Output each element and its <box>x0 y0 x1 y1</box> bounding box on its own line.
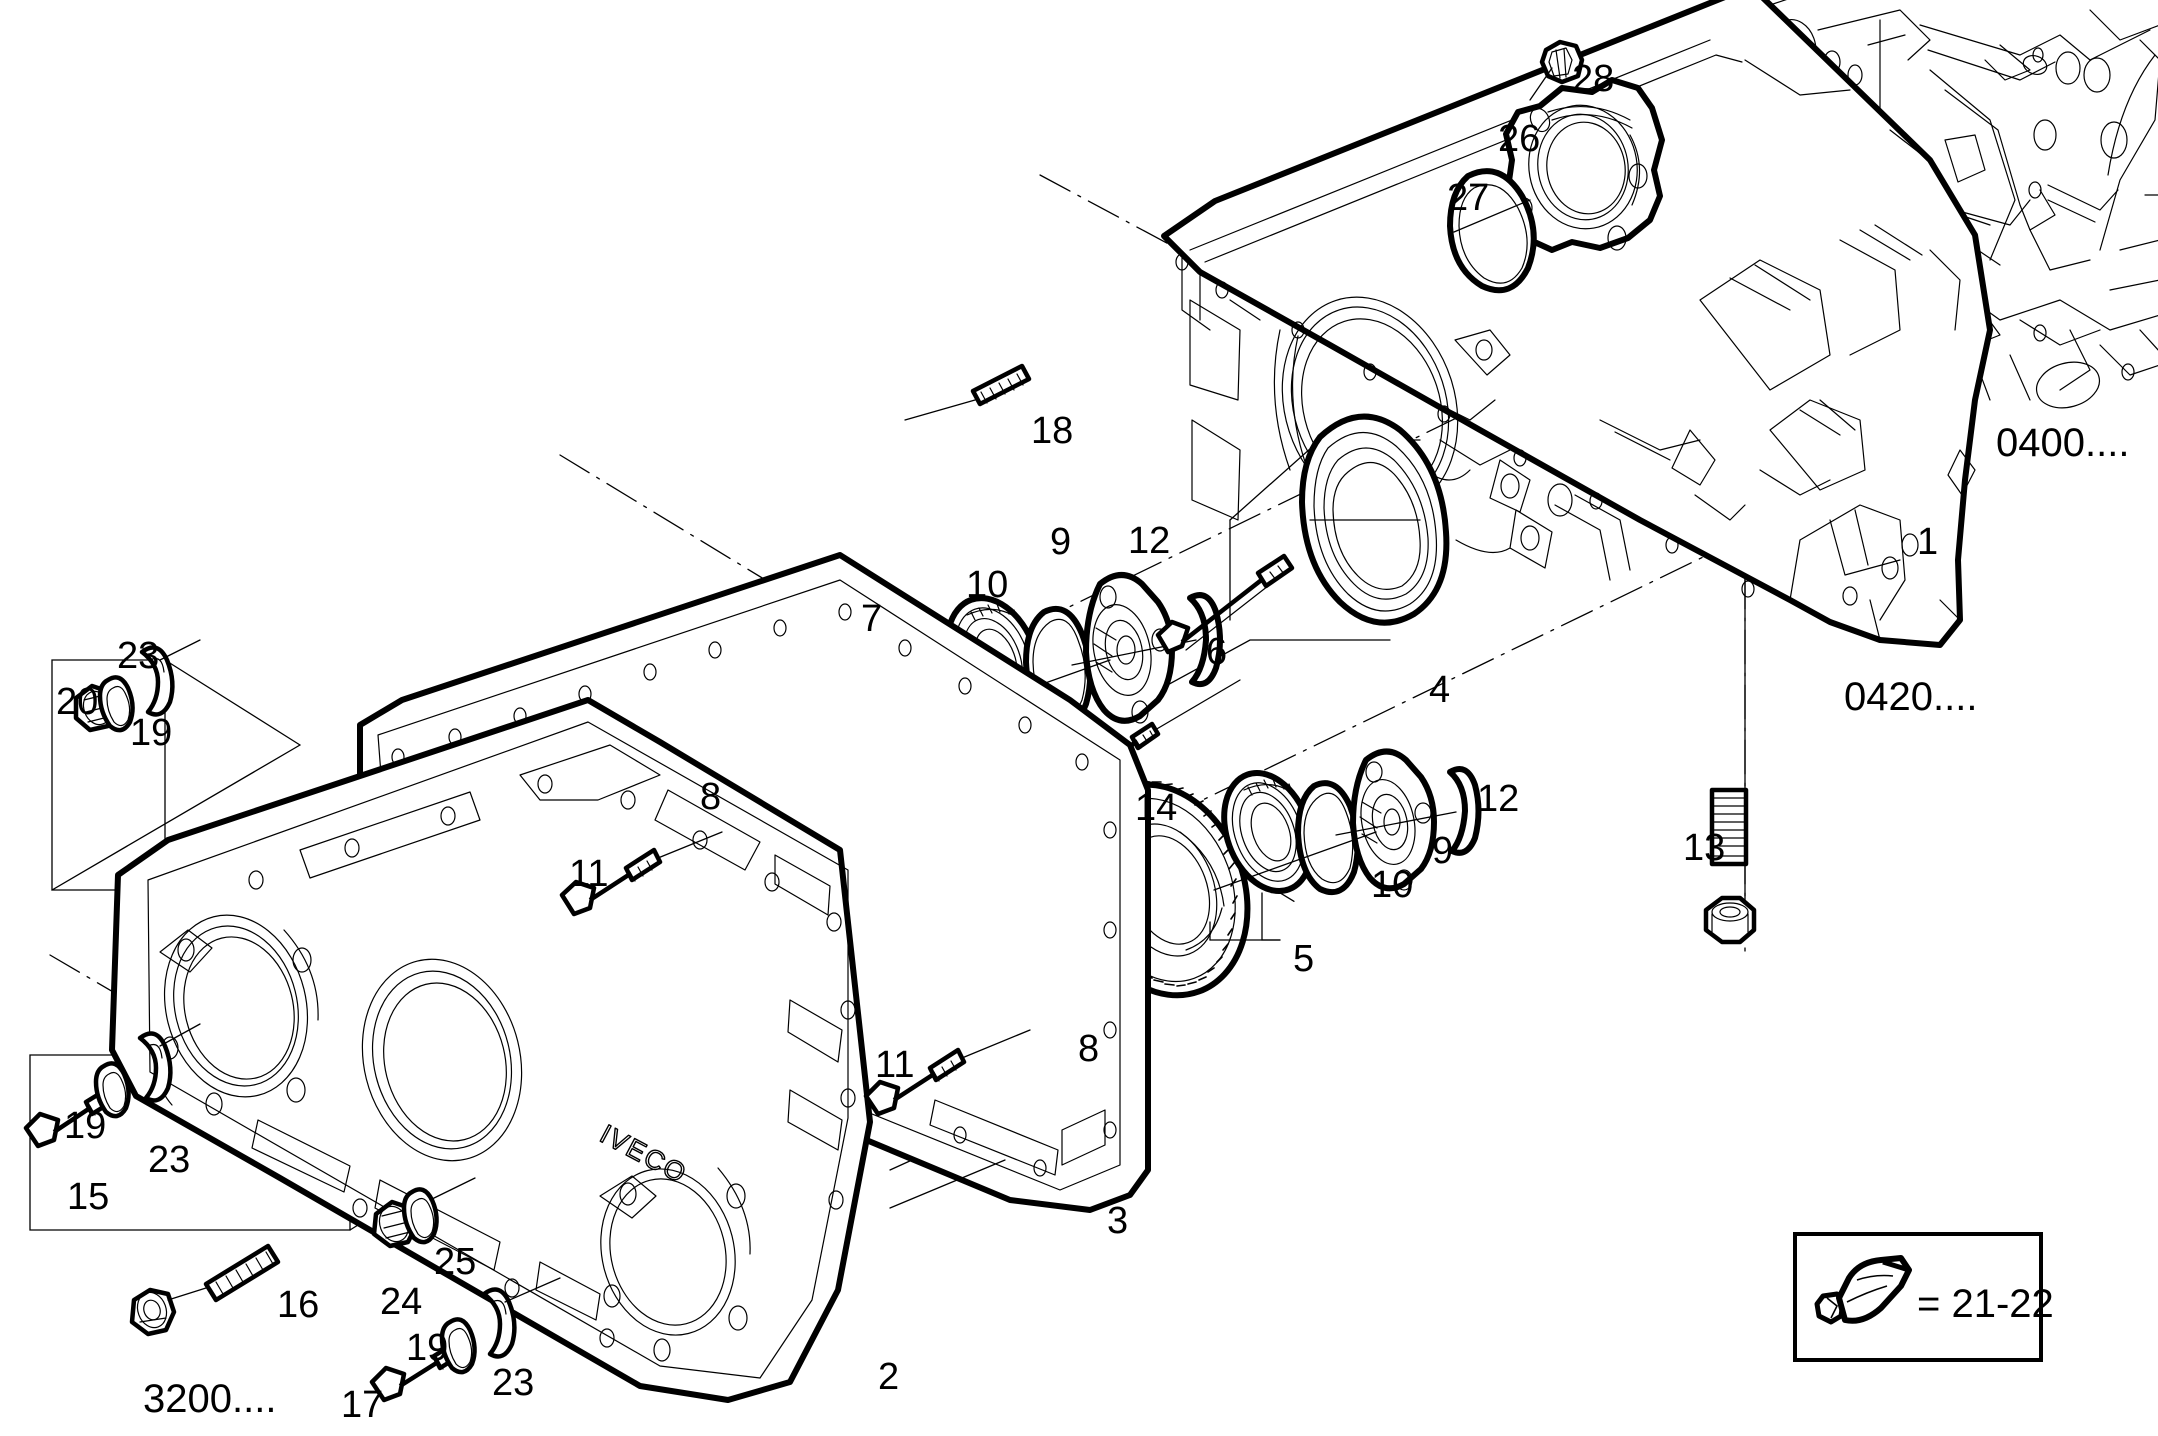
callout-17: 17 <box>341 1384 384 1426</box>
reference-0400: 0400.... <box>1996 421 2130 465</box>
callout-20: 20 <box>56 681 99 723</box>
callout-1: 1 <box>1917 521 1939 563</box>
callout-8: 8 <box>700 776 722 818</box>
callout-11-lower: 11 <box>875 1044 915 1086</box>
callout-16: 16 <box>277 1284 320 1326</box>
reference-3200: 3200.... <box>143 1377 277 1421</box>
callout-9-lower: 9 <box>1432 830 1454 872</box>
front-oil-seal-part4 <box>1299 413 1450 626</box>
reference-0420: 0420.... <box>1844 675 1978 719</box>
callout-26: 26 <box>1498 118 1541 160</box>
callout-23-bottom: 23 <box>492 1362 535 1404</box>
stud-16 <box>203 1243 281 1303</box>
callout-12: 12 <box>1128 520 1171 562</box>
callout-3: 3 <box>1107 1200 1129 1242</box>
fastener-group-bottom <box>369 1277 561 1403</box>
callout-27: 27 <box>1447 177 1490 219</box>
callout-23-left: 23 <box>148 1139 191 1181</box>
bolt-11-upper <box>559 831 723 917</box>
washer-19-upper <box>97 675 135 733</box>
washer-19-left <box>93 1061 131 1119</box>
circlip-23-bottom <box>481 1287 517 1359</box>
callout-9: 9 <box>1050 521 1072 563</box>
plug-24-group <box>371 1177 476 1249</box>
callout-8-lower: 8 <box>1078 1028 1100 1070</box>
stud-13 <box>1709 787 1749 867</box>
sealant-tube-icon <box>1814 1255 1912 1325</box>
callout-28: 28 <box>1572 58 1615 100</box>
hub-9-upper <box>1083 572 1175 724</box>
hub-9-lower <box>1350 748 1437 892</box>
callout-4: 4 <box>1429 669 1451 711</box>
callout-10-lower: 10 <box>1371 864 1414 906</box>
nut-3200 <box>129 1287 177 1337</box>
circlip-12-lower <box>1447 766 1482 856</box>
callout-19-left: 19 <box>64 1105 107 1147</box>
callout-18: 18 <box>1031 410 1074 452</box>
stud-16-group <box>129 1243 281 1337</box>
callout-12-lower: 12 <box>1477 778 1520 820</box>
legend-equals-label: = 21-22 <box>1917 1282 2054 1326</box>
bolt-11-lower <box>863 1029 1031 1117</box>
front-cover-part2: IVECO <box>109 697 873 1403</box>
callout-7: 7 <box>861 598 883 640</box>
callout-19: 19 <box>130 712 173 754</box>
callout-24: 24 <box>380 1281 423 1323</box>
stud-18 <box>970 363 1032 407</box>
stud-13-group <box>1703 787 1757 945</box>
callout-25: 25 <box>434 1241 477 1283</box>
legend-box: = 21-22 <box>1793 1232 2054 1362</box>
nut-0420 <box>1703 895 1757 945</box>
callout-15: 15 <box>67 1176 110 1218</box>
callout-6: 6 <box>1206 631 1228 673</box>
callout-19-bottom: 19 <box>406 1327 449 1369</box>
callout-13: 13 <box>1683 827 1726 869</box>
fastener-group-left <box>23 1023 201 1149</box>
callout-2: 2 <box>878 1356 900 1398</box>
callout-11: 11 <box>569 853 609 895</box>
callout-14: 14 <box>1135 787 1178 829</box>
circlip-23-left <box>137 1031 173 1103</box>
washer-19-bottom <box>439 1317 477 1375</box>
callout-10: 10 <box>966 564 1009 606</box>
washer-25 <box>401 1187 439 1245</box>
callout-5: 5 <box>1293 938 1315 980</box>
bolt-6 <box>1155 553 1295 655</box>
callout-23: 23 <box>117 635 160 677</box>
idler-bearing-lower <box>1221 769 1315 895</box>
rear-seal-housing-group <box>1447 39 1665 294</box>
fastener-group-upper-left <box>73 639 201 733</box>
o-ring-10-lower <box>1295 780 1361 896</box>
nut-28 <box>1539 39 1585 85</box>
